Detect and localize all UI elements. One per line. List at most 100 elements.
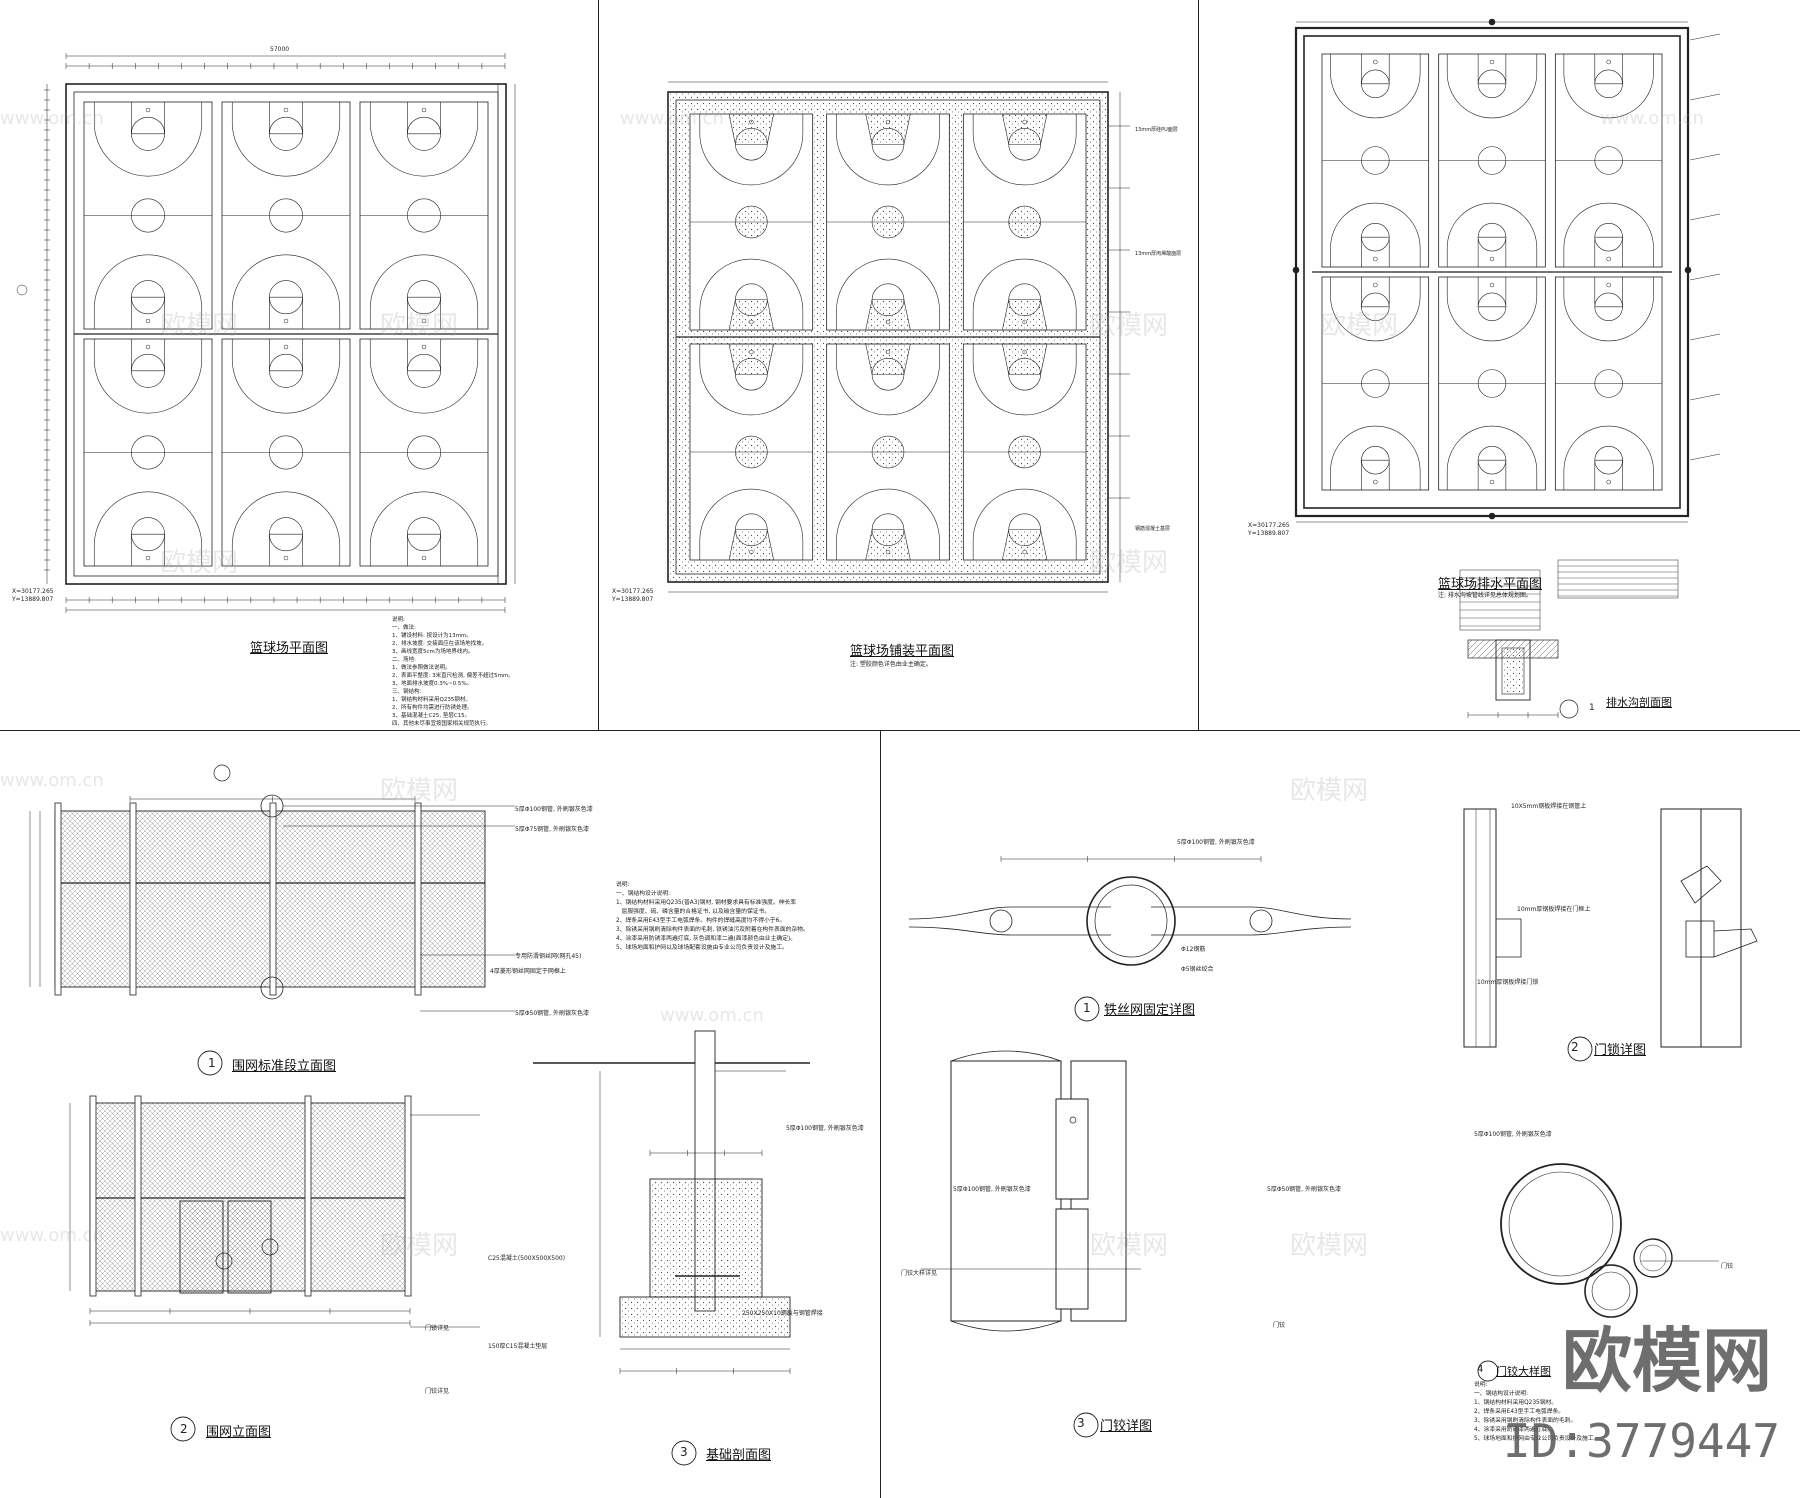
hoop: [1373, 479, 1378, 485]
hoop: [1373, 59, 1378, 65]
key-area: [1594, 54, 1623, 85]
key-area: [1001, 343, 1048, 375]
hinge-bottom-curve: [950, 1320, 1062, 1332]
hinge-label-3: 门铰: [1273, 1322, 1286, 1329]
free-throw-circle: [131, 353, 165, 388]
center-circle: [1477, 369, 1507, 398]
three-point-arc: [231, 339, 341, 414]
wire-detail-no: 1: [1083, 1001, 1091, 1015]
title-marker-circle-3: [1073, 1412, 1099, 1438]
hoop: [1489, 479, 1495, 485]
hinge-plan-title: 门铰大样图: [1496, 1365, 1551, 1378]
hoop: [283, 318, 289, 324]
leader-line: [1689, 273, 1721, 281]
free-throw-circle: [1594, 223, 1623, 252]
divider-h: [0, 730, 1800, 731]
hoop: [421, 344, 427, 350]
center-circle: [407, 435, 441, 470]
center-circle: [269, 435, 303, 470]
three-point-arc: [231, 102, 341, 177]
foundation-label-3: 250X250X10钢板与钢管焊接: [742, 1310, 823, 1317]
three-point-arc: [1330, 425, 1421, 490]
hoop: [145, 107, 151, 113]
center-circle: [1361, 146, 1390, 175]
hoop: [749, 319, 754, 325]
free-throw-circle: [871, 283, 905, 317]
key-area: [865, 113, 911, 145]
free-throw-circle: [1477, 69, 1507, 98]
hoop: [145, 344, 151, 350]
sheet-drain-plan: 篮球场排水平面图 注: 排水沟坡管线详见总体规划图。 排水沟剖面图 1 X=30…: [1200, 0, 1800, 728]
hinge-plan-notes: 说明: 一、钢结构设计说明: 1、钢结构材料采用Q235钢材。 2、焊条采用E4…: [1474, 1382, 1600, 1442]
drain-section-no: 1: [1589, 703, 1595, 713]
paving-plan-layer-1: 13mm厚硅PU面层: [1135, 127, 1178, 133]
drain-outlet: [1292, 266, 1300, 274]
three-point-arc: [1563, 202, 1654, 267]
key-area: [131, 296, 165, 329]
hoop: [1606, 282, 1611, 288]
foundation-no: 3: [680, 1445, 688, 1459]
key-area: [728, 299, 775, 331]
fence-label-4: 4厚菱形钢丝网固定于网框上: [490, 968, 566, 975]
drain-core: [1501, 647, 1525, 695]
fence-drawing: [29, 764, 810, 1466]
fence-post-2: [89, 1095, 97, 1297]
three-point-arc: [369, 339, 479, 414]
coordinate-marker: [16, 284, 28, 296]
leader-line: [1689, 453, 1721, 461]
fence-elev-no: 1: [208, 1056, 216, 1070]
hoop: [1373, 256, 1378, 262]
free-throw-circle: [407, 353, 441, 388]
free-throw-circle: [1594, 446, 1623, 475]
callout-circle: [260, 976, 284, 1000]
lock-callout: [215, 1252, 233, 1270]
hoop: [283, 107, 289, 113]
title-marker-circle: [1074, 996, 1100, 1022]
lock-pipe-1-inner: [1475, 808, 1491, 1048]
detail-marker: [213, 764, 231, 782]
hinge-sleeve-top: [1055, 1098, 1089, 1200]
fence-post-2: [404, 1095, 412, 1297]
hinge-plan-mid-inner: [1591, 1271, 1631, 1311]
lock-label-3: 10mm厚钢板焊接门锁: [1477, 979, 1539, 986]
hoop: [885, 119, 891, 125]
free-throw-circle: [735, 357, 768, 391]
hoop: [1022, 119, 1027, 125]
hinge-plan-small: [1633, 1238, 1673, 1278]
free-throw-circle: [871, 127, 905, 161]
hoop: [145, 555, 151, 561]
center-circle: [269, 198, 303, 233]
hoop: [749, 349, 754, 355]
drain-outlet: [1488, 18, 1496, 26]
paving-plan-coord-x: X=30177.265: [612, 588, 654, 595]
center-circle: [1361, 369, 1390, 398]
fence-post: [54, 802, 62, 996]
free-throw-circle: [269, 280, 303, 315]
leader-line: [1689, 33, 1721, 41]
fence-post: [414, 802, 422, 996]
three-point-arc: [836, 488, 940, 560]
key-area: [1477, 54, 1507, 85]
three-point-arc: [1563, 54, 1654, 119]
wire-left: [908, 906, 1111, 920]
drain-plan-title: 篮球场排水平面图: [1438, 577, 1543, 592]
center-circle: [1477, 146, 1507, 175]
leader-line: [1689, 213, 1721, 221]
free-throw-circle: [871, 513, 905, 547]
paving-plan-coord-y: Y=13889.807: [612, 596, 654, 603]
key-area: [1361, 236, 1390, 267]
hinge-callout: [261, 1238, 279, 1256]
key-area: [131, 533, 165, 566]
section-marker-circle: [1559, 699, 1579, 719]
foundation-title: 基础剖面图: [706, 1448, 772, 1463]
hinge-plan-big-inner: [1508, 1171, 1614, 1277]
free-throw-circle: [1008, 283, 1041, 317]
court: [1438, 276, 1546, 491]
free-throw-circle: [735, 283, 768, 317]
key-area: [1594, 459, 1623, 490]
three-point-arc: [93, 339, 203, 414]
hoop: [283, 555, 289, 561]
lock-pipe-2: [1660, 808, 1702, 1048]
center-circle: [871, 205, 905, 239]
three-point-arc: [1563, 277, 1654, 342]
